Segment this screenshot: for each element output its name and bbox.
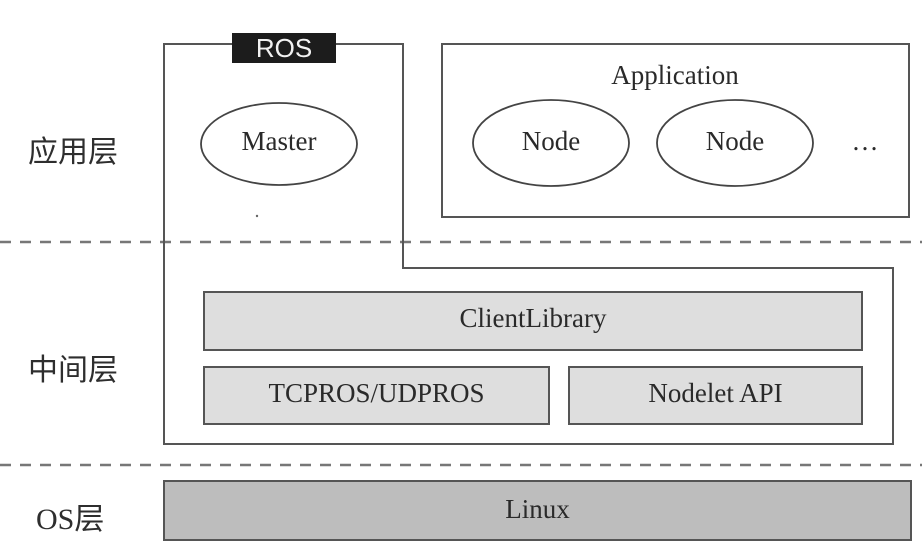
nodelet-box [568, 366, 863, 425]
client-library-box [203, 291, 863, 351]
node-ellipse-1 [472, 99, 630, 187]
node-label-1: Node [521, 126, 581, 156]
linux-label: Linux [505, 494, 570, 524]
transport-box [203, 366, 550, 425]
linux-box [163, 480, 912, 541]
transport-label: TCPROS/UDPROS [268, 378, 485, 408]
client-library-label: ClientLibrary [459, 303, 607, 333]
master-ellipse [200, 102, 358, 186]
layer-label-os: OS层 [36, 503, 105, 536]
ros-boundary [163, 43, 894, 445]
layer-label-application: 应用层 [28, 136, 118, 169]
dot-mark [255, 214, 259, 218]
ros-tag: ROS [232, 33, 336, 63]
master-label: Master [241, 126, 317, 156]
node-label-2: Node [705, 126, 765, 156]
more-nodes-ellipsis: … [851, 126, 879, 156]
nodelet-label: Nodelet API [648, 378, 783, 408]
node-ellipse-2 [656, 99, 814, 187]
layer-label-middleware: 中间层 [28, 354, 118, 387]
application-box [441, 43, 910, 218]
application-title: Application [611, 60, 739, 90]
